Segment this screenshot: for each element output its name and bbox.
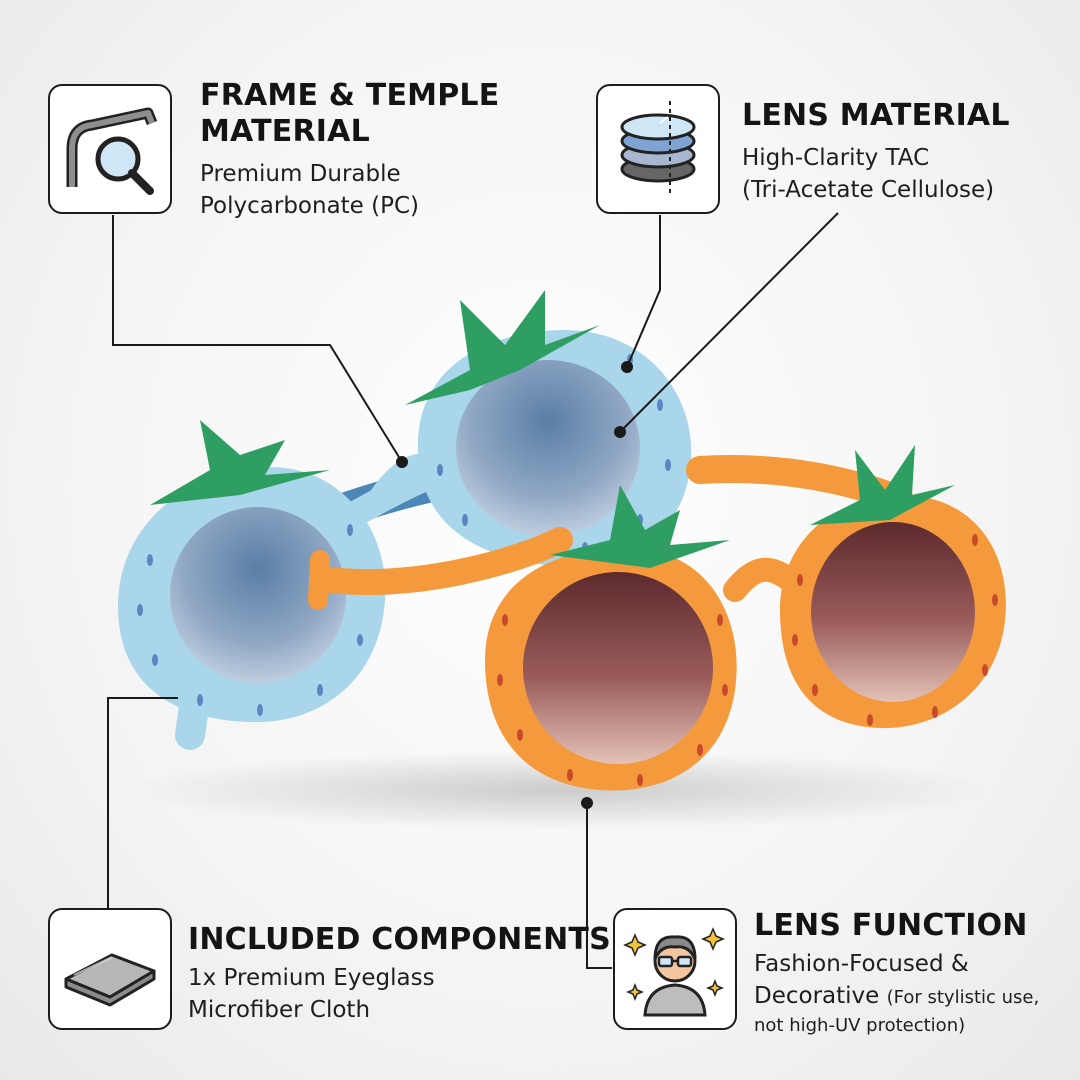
- frame-material-title-line2: MATERIAL: [200, 114, 370, 149]
- frame-material-desc-line1: Premium Durable: [200, 161, 401, 187]
- included-components-desc-line1: 1x Premium Eyeglass: [188, 965, 435, 991]
- lens-layers-icon: [608, 97, 708, 201]
- lens-material-desc-line2: (Tri-Acetate Cellulose): [742, 177, 995, 203]
- folded-cloth-icon: [60, 927, 160, 1011]
- lens-function-icon-box: [613, 908, 737, 1030]
- lens-material-callout: LENS MATERIAL High-Clarity TAC (Tri-Acet…: [742, 98, 1010, 206]
- eyeglass-temple-magnifier-icon: [60, 97, 160, 201]
- frame-material-callout: FRAME & TEMPLE MATERIAL Premium Durable …: [200, 78, 499, 222]
- included-components-callout: INCLUDED COMPONENTS 1x Premium Eyeglass …: [188, 922, 611, 1026]
- included-components-desc-line2: Microfiber Cloth: [188, 997, 371, 1023]
- lens-function-callout: LENS FUNCTION Fashion-Focused & Decorati…: [754, 908, 1039, 1038]
- lens-material-desc-line1: High-Clarity TAC: [742, 145, 930, 171]
- frame-material-icon-box: [48, 84, 172, 214]
- lens-function-desc-line3: not high-UV protection): [754, 1015, 966, 1036]
- frame-material-desc-line2: Polycarbonate (PC): [200, 193, 420, 219]
- lens-material-title: LENS MATERIAL: [742, 98, 1010, 133]
- included-components-title: INCLUDED COMPONENTS: [188, 922, 611, 957]
- lens-material-icon-box: [596, 84, 720, 214]
- frame-material-title-line1: FRAME & TEMPLE: [200, 78, 500, 113]
- lens-function-desc-note: (For stylistic use,: [886, 987, 1040, 1008]
- lens-function-desc-line2: Decorative (For stylistic use,: [754, 980, 1039, 1014]
- person-with-glasses-sparkles-icon: [623, 915, 727, 1023]
- lens-function-desc-main: Decorative: [754, 983, 880, 1009]
- blue-strawberry-sunglasses: [117, 290, 692, 750]
- included-components-icon-box: [48, 908, 172, 1030]
- orange-strawberry-sunglasses: [308, 445, 1006, 791]
- lens-function-title: LENS FUNCTION: [754, 908, 1028, 943]
- lens-function-desc-line1: Fashion-Focused &: [754, 951, 969, 977]
